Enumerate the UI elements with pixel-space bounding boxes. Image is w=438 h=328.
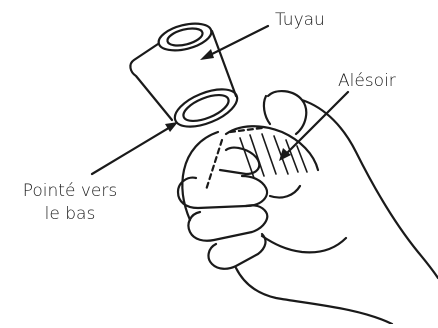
arrowhead-pointed-down bbox=[165, 122, 178, 132]
pointed-down-label-line1: Pointé vers bbox=[6, 180, 134, 203]
hand-illustration bbox=[178, 91, 438, 324]
reamer-label: Alésoir bbox=[338, 70, 396, 93]
reamer-illustration bbox=[206, 126, 318, 190]
arrowhead-pipe bbox=[200, 49, 214, 60]
pipe-illustration bbox=[130, 19, 242, 134]
pointed-down-label-line2: le bas bbox=[6, 203, 134, 226]
pipe-label: Tuyau bbox=[275, 9, 325, 32]
pointed-down-label: Pointé vers le bas bbox=[6, 180, 134, 226]
